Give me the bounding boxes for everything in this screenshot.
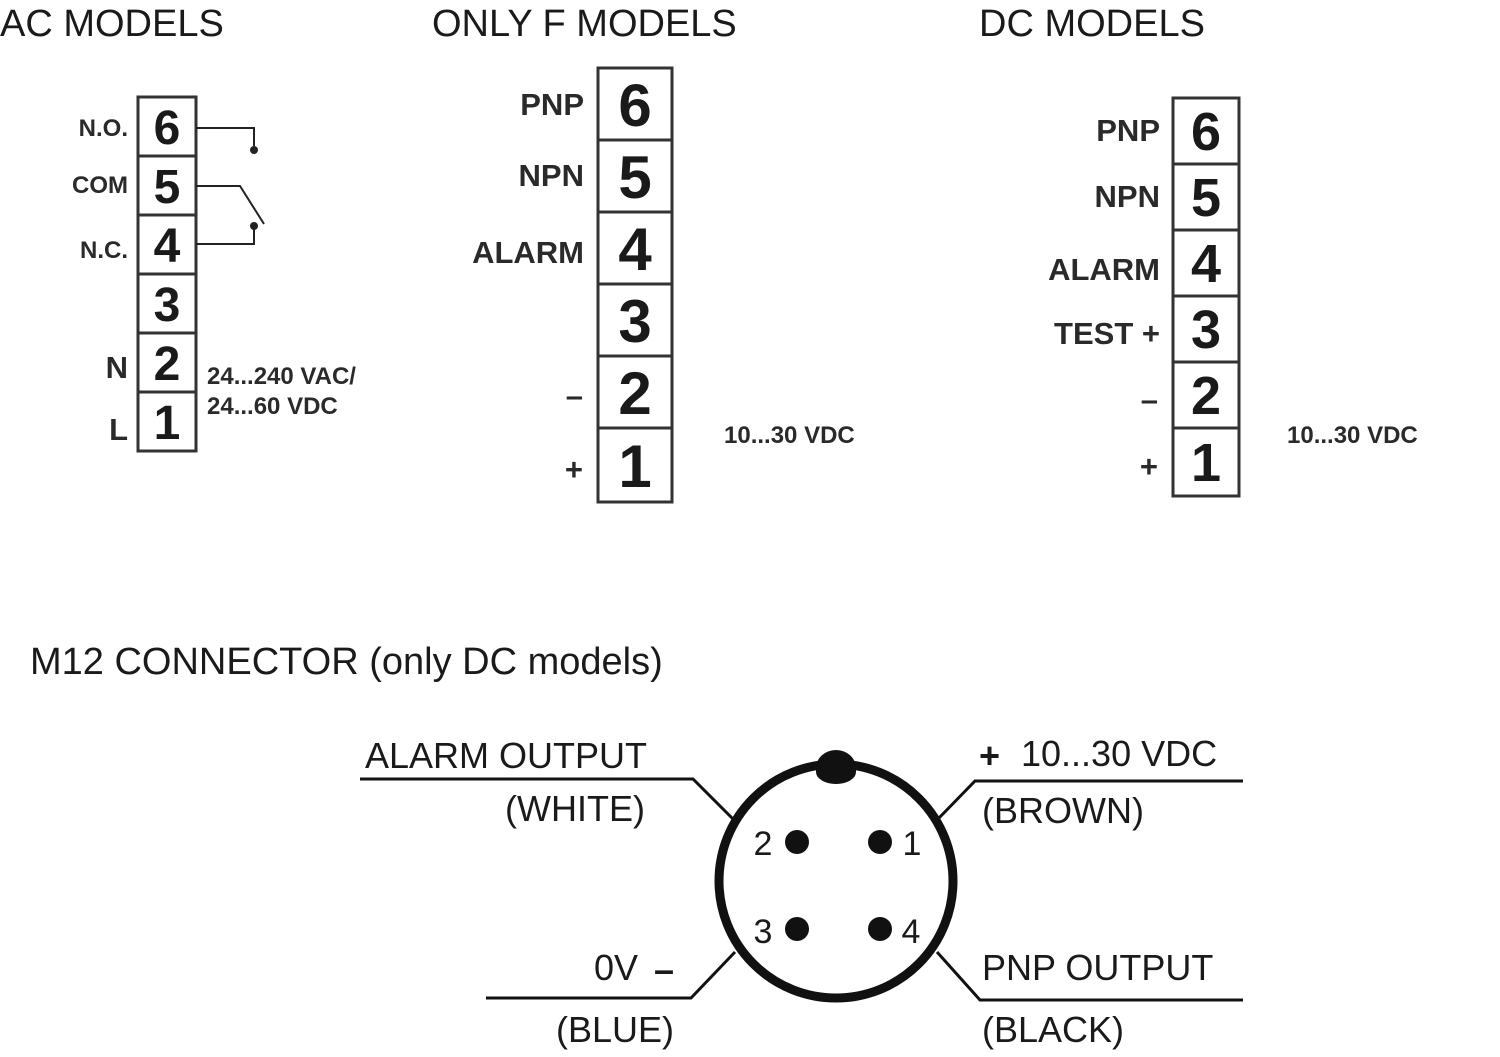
f-supply: 10...30 VDC [724, 422, 855, 449]
pin-4-label: 4 [902, 913, 921, 951]
relay-contact-symbol [196, 127, 265, 245]
ac-models-title: AC MODELS [0, 3, 224, 45]
f-label-plus: + [565, 452, 583, 487]
m12-connector-section: M12 CONNECTOR (only DC models) 2 1 3 4 A… [30, 641, 1243, 1050]
dc-label-npn: NPN [1095, 179, 1160, 214]
zero-v-label: 0V [594, 947, 638, 988]
blue-wire-label: (BLUE) [556, 1009, 674, 1050]
ac-terminal-3-number: 3 [154, 279, 181, 332]
m12-connector-face: 2 1 3 4 [714, 750, 958, 1003]
pin-1-label: 1 [903, 825, 922, 863]
ac-terminal-6-number: 6 [154, 102, 181, 155]
minus-sign: – [654, 949, 674, 990]
dc-label-minus: – [1141, 382, 1158, 417]
dc-label-test: TEST + [1054, 316, 1160, 351]
dc-terminal-2 [1171, 360, 1241, 430]
ac-label-n: N [106, 350, 128, 385]
ac-terminal-1-number: 1 [154, 397, 181, 450]
dc-terminal-3-number: 3 [1191, 300, 1221, 360]
pin-1-dot [868, 830, 892, 854]
brown-wire-label: (BROWN) [982, 790, 1144, 831]
ac-supply-line1: 24...240 VAC/ [207, 363, 356, 390]
ac-label-l: L [109, 412, 128, 447]
dc-label-plus: + [1140, 449, 1158, 484]
f-terminal-1-number: 1 [618, 433, 651, 500]
f-terminal-1 [596, 426, 674, 504]
pin-3-label: 3 [754, 913, 773, 951]
dc-label-alarm: ALARM [1048, 252, 1160, 287]
dc-terminal-6-number: 6 [1191, 102, 1221, 162]
f-terminal-5 [596, 138, 674, 214]
f-terminal-4-number: 4 [618, 216, 652, 283]
pin-2-dot [785, 830, 809, 854]
m12-title: M12 CONNECTOR (only DC models) [30, 641, 663, 683]
dc-terminal-1 [1171, 426, 1241, 498]
black-wire-label: (BLACK) [982, 1009, 1124, 1050]
ac-terminal-4-number: 4 [154, 220, 181, 273]
f-terminal-6-number: 6 [618, 72, 651, 139]
f-terminal-5-number: 5 [618, 144, 651, 211]
f-models-title: ONLY F MODELS [432, 3, 737, 45]
connector-key-notch [816, 750, 856, 784]
f-models-section: ONLY F MODELS 6 5 4 3 2 1 PNP NPN ALARM … [432, 3, 855, 504]
dc-label-pnp: PNP [1096, 113, 1160, 148]
f-label-pnp: PNP [520, 87, 584, 122]
pin-3-dot [785, 917, 809, 941]
f-terminal-3 [596, 282, 674, 358]
dc-terminal-block: 6 5 4 3 2 1 [1171, 96, 1241, 498]
f-terminal-3-number: 3 [618, 288, 651, 355]
f-terminal-2-number: 2 [618, 360, 651, 427]
m12-leader-lines [360, 777, 1243, 1002]
pnp-output-label: PNP OUTPUT [982, 947, 1213, 988]
ac-terminal-3 [136, 272, 198, 335]
plus-sign: + [979, 735, 1000, 776]
connector-outline [714, 759, 958, 1003]
white-wire-label: (WHITE) [505, 788, 645, 829]
supply-label: 10...30 VDC [1021, 733, 1217, 774]
dc-terminal-5-number: 5 [1191, 168, 1221, 228]
ac-label-no: N.O. [79, 115, 128, 142]
ac-label-com: COM [72, 172, 128, 199]
ac-terminal-1 [136, 390, 198, 453]
ac-terminal-5-number: 5 [154, 161, 181, 214]
f-label-alarm: ALARM [472, 235, 584, 270]
ac-models-section: AC MODELS 6 5 4 3 2 1 N.O. COM N.C. N L [0, 3, 356, 453]
ac-label-nc: N.C. [80, 237, 128, 264]
f-terminal-2 [596, 354, 674, 430]
f-terminal-block: 6 5 4 3 2 1 [596, 66, 674, 504]
dc-models-title: DC MODELS [979, 3, 1205, 45]
dc-supply: 10...30 VDC [1287, 422, 1418, 449]
f-label-npn: NPN [519, 158, 584, 193]
dc-terminal-5 [1171, 162, 1241, 232]
ac-terminal-block: 6 5 4 3 2 1 [136, 95, 198, 453]
dc-terminal-4-number: 4 [1191, 234, 1221, 294]
pin-4-dot [868, 917, 892, 941]
ac-supply-line2: 24...60 VDC [207, 393, 338, 420]
ac-terminal-2-number: 2 [154, 338, 181, 391]
pin-2-label: 2 [754, 825, 773, 863]
f-label-minus: – [566, 378, 583, 413]
dc-terminal-3 [1171, 294, 1241, 364]
dc-terminal-2-number: 2 [1191, 366, 1221, 426]
alarm-output-label: ALARM OUTPUT [365, 735, 647, 776]
dc-terminal-1-number: 1 [1191, 433, 1221, 493]
dc-models-section: DC MODELS 6 5 4 3 2 1 PNP NPN ALARM TEST… [979, 3, 1418, 498]
